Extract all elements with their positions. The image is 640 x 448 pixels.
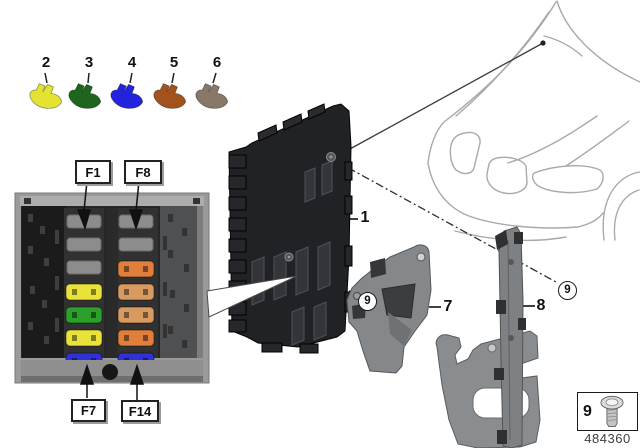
fuse-position-label-f8: F8: [124, 160, 162, 184]
f-label-arrows: [76, 180, 145, 400]
callout-9-badge-bracket7: 9: [358, 292, 377, 311]
bracket-8-illustration: [435, 226, 541, 448]
screw-icon: [600, 395, 624, 427]
legend-screw-box: 9: [577, 392, 638, 431]
fuse-position-label-f14: F14: [121, 400, 159, 422]
blade-fuse-icon-blue: [110, 83, 144, 109]
legend-item-number: 9: [583, 402, 592, 420]
callout-1: 1: [360, 209, 370, 226]
callout-3: 3: [84, 54, 94, 71]
blade-fuse-icon-natural: [195, 83, 229, 109]
fuse-slot-f1-column: [65, 283, 103, 301]
callout-5: 5: [169, 54, 179, 71]
callout-2: 2: [41, 54, 51, 71]
fuse-position-label-f7: F7: [71, 399, 106, 422]
callout-7: 7: [443, 298, 453, 315]
blade-fuse-icon-green: [68, 83, 102, 109]
fuse-box-photo: [14, 192, 210, 384]
loose-fuse-icons: [29, 72, 229, 109]
callout-6: 6: [212, 54, 222, 71]
body-control-module-illustration: [228, 103, 353, 354]
diagram-part-number: 484360: [584, 431, 631, 446]
callout-4: 4: [127, 54, 137, 71]
callout-8: 8: [536, 297, 546, 314]
bracket-7-illustration: [346, 244, 432, 374]
car-front-sketch: [427, 0, 640, 242]
fuse-slot-f8-column: [117, 260, 155, 278]
callout-9-badge-bracket8: 9: [558, 281, 577, 300]
fusebox-to-module-pointer: [206, 275, 298, 318]
blade-fuse-icon-brown: [153, 83, 187, 109]
fuse-position-label-f1: F1: [75, 160, 111, 184]
blade-fuse-icon-yellow: [29, 83, 63, 109]
